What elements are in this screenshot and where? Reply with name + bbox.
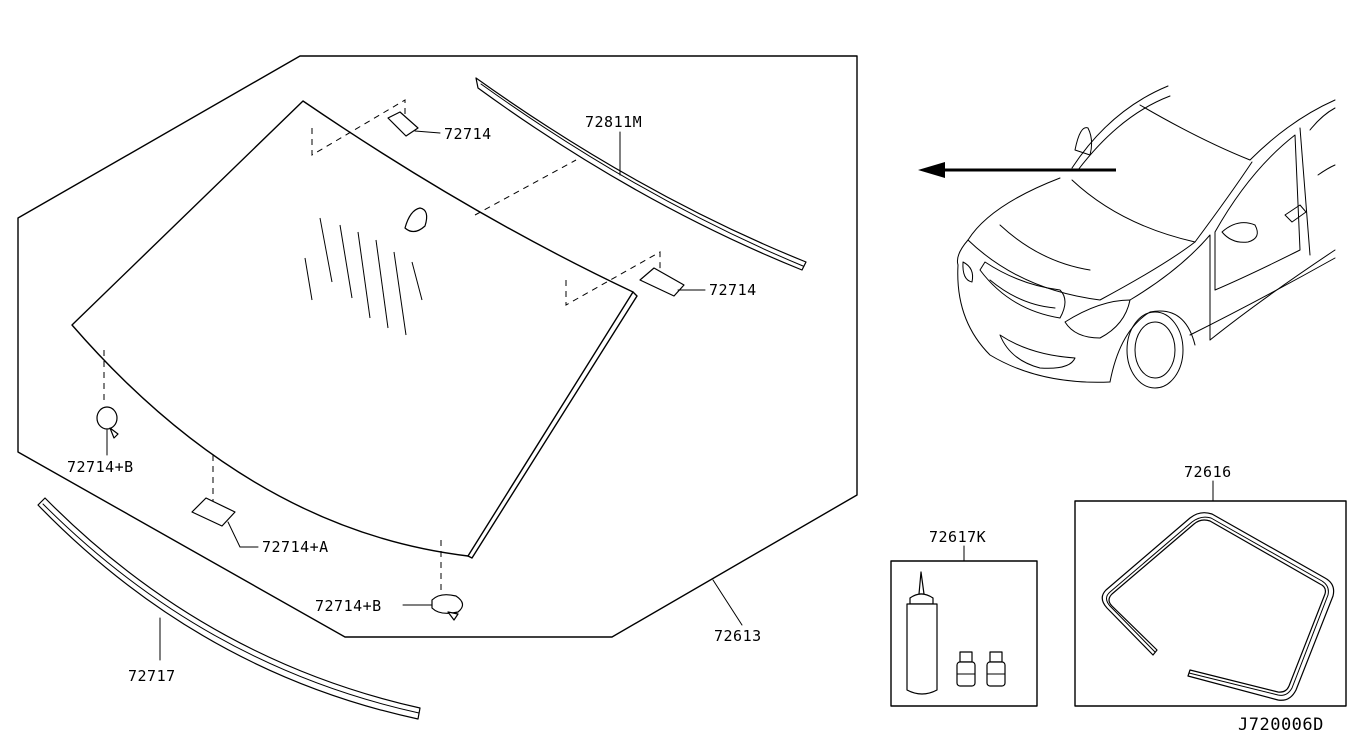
lower-moulding[interactable] xyxy=(37,497,421,720)
upper-moulding[interactable] xyxy=(475,77,807,271)
leader-bracket-top xyxy=(414,130,441,134)
clip-left[interactable] xyxy=(96,406,119,439)
label-dam-rubber: 72616 xyxy=(1184,463,1232,481)
label-bracket-right: 72714 xyxy=(709,281,757,299)
dam-rubber-strip[interactable] xyxy=(1101,512,1335,701)
guide-moulding xyxy=(474,159,577,216)
label-bracket-top: 72714 xyxy=(444,125,492,143)
adhesive-cartridge[interactable] xyxy=(906,571,938,695)
label-adhesive-kit: 72617K xyxy=(929,528,986,546)
label-clip-left: 72714+B xyxy=(67,458,134,476)
label-moulding-lower: 72717 xyxy=(128,667,176,685)
leader-glass-assembly xyxy=(712,579,743,626)
glass-hatch-marks xyxy=(304,217,423,336)
mirror-base-pad xyxy=(404,207,428,233)
vehicle-location-illustration xyxy=(957,85,1336,389)
bracket-a[interactable] xyxy=(191,497,236,527)
label-bracket-a: 72714+A xyxy=(262,538,329,556)
windshield-group-outline xyxy=(17,55,858,638)
guide-bracket-top xyxy=(311,99,406,156)
bracket-right[interactable] xyxy=(639,267,685,297)
diagram-code: J720006D xyxy=(1238,715,1324,735)
windshield-glass[interactable] xyxy=(71,100,638,559)
leader-bracket-a xyxy=(227,521,259,548)
primer-bottle-2[interactable] xyxy=(986,651,1006,687)
label-moulding-upper: 72811M xyxy=(585,113,642,131)
location-arrow xyxy=(918,162,1116,178)
guide-bracket-right xyxy=(565,251,661,306)
dam-rubber-box xyxy=(1074,500,1347,707)
clip-bottom[interactable] xyxy=(431,594,464,621)
primer-bottle-1[interactable] xyxy=(956,651,976,687)
label-clip-bottom: 72714+B xyxy=(315,597,382,615)
label-glass-assembly: 72613 xyxy=(714,627,762,645)
bracket-top[interactable] xyxy=(387,111,419,137)
